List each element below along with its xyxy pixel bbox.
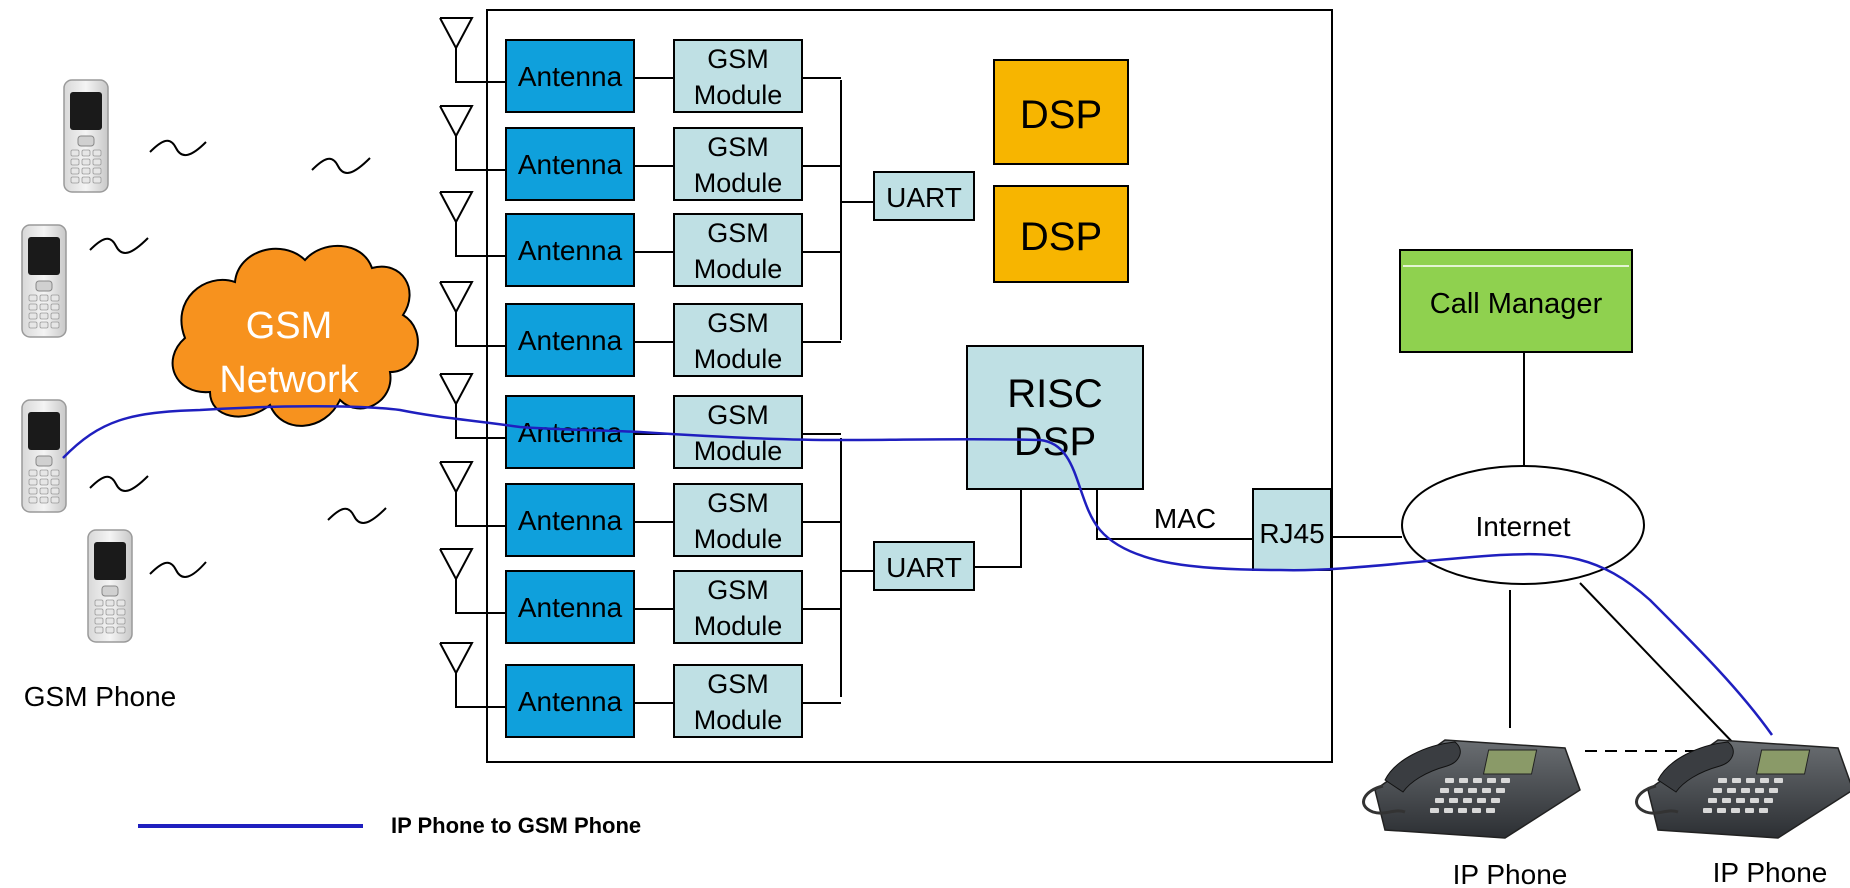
- gsm-module-line-1: GSM: [707, 669, 769, 699]
- rj45-label: RJ45: [1259, 518, 1324, 549]
- dsp-1-label: DSP: [1020, 93, 1102, 137]
- gsm-module-line-1: GSM: [707, 218, 769, 248]
- dsp-1: DSP: [993, 59, 1129, 165]
- gsm-module-box: [673, 127, 803, 201]
- gsm-module-line-1: GSM: [707, 44, 769, 74]
- ip-phone-label-2: IP Phone: [1713, 857, 1828, 888]
- uart-top-label: UART: [886, 182, 962, 213]
- ip-phone-icon: [1635, 739, 1850, 839]
- antenna-box: [505, 664, 635, 738]
- gsm-phone-label: GSM Phone: [24, 681, 177, 712]
- antenna-box: [505, 213, 635, 287]
- call-path: [62, 405, 1774, 736]
- ip-phone-icon: [1362, 739, 1581, 839]
- antenna-label: Antenna: [518, 505, 623, 536]
- antenna-label: Antenna: [518, 417, 623, 448]
- gsm-phones: [21, 79, 133, 643]
- antenna-row: Antenna GSM Module: [439, 105, 841, 201]
- call-manager-label: Call Manager: [1430, 288, 1603, 320]
- gsm-module-box: [673, 483, 803, 557]
- antenna-label: Antenna: [518, 61, 623, 92]
- antenna-row: Antenna GSM Module: [439, 281, 841, 377]
- gsm-module-line-2: Module: [694, 254, 783, 284]
- risc-dsp-line-1: RISC: [1007, 372, 1103, 416]
- antenna-rows: AntennaGSMModuleAntennaGSMModuleAntennaG…: [439, 17, 841, 738]
- antenna-box: [505, 570, 635, 644]
- mac-link: [1096, 489, 1253, 540]
- gsm-module-box: [673, 213, 803, 287]
- risc-dsp-line-2: DSP: [1014, 420, 1096, 464]
- antenna-row: Antenna GSM Module: [439, 17, 841, 113]
- antenna-row: Antenna GSM Module: [439, 191, 841, 287]
- mac-label: MAC: [1154, 503, 1216, 534]
- gsm-module-box: [673, 570, 803, 644]
- internet-cloud: Internet: [1401, 465, 1645, 585]
- uart-top: UART: [873, 171, 975, 221]
- antenna-label: Antenna: [518, 592, 623, 623]
- gsm-phone-icon: [87, 529, 133, 643]
- legend: IP Phone to GSM Phone: [138, 813, 641, 838]
- internet-ip-phone-2-link: [1579, 582, 1739, 749]
- gsm-network-cloud: GSM Network: [171, 245, 419, 427]
- gsm-network-line-1: GSM: [246, 305, 333, 347]
- gsm-module-line-2: Module: [694, 80, 783, 110]
- ip-phones: [1362, 739, 1850, 839]
- gsm-phone-icon: [21, 399, 67, 513]
- legend-label: IP Phone to GSM Phone: [391, 813, 641, 838]
- gsm-module-line-1: GSM: [707, 488, 769, 518]
- rj45-port: RJ45: [1252, 488, 1332, 571]
- internet-label: Internet: [1476, 511, 1571, 542]
- antenna-symbol-icon: [439, 281, 506, 347]
- antenna-row: Antenna GSM Module: [439, 461, 841, 557]
- call-manager: Call Manager: [1399, 249, 1633, 353]
- antenna-symbol-icon: [439, 191, 506, 257]
- antenna-symbol-icon: [439, 373, 506, 439]
- ip-phone-label-1: IP Phone: [1453, 859, 1568, 888]
- antenna-box: [505, 127, 635, 201]
- antenna-symbol-icon: [439, 105, 506, 171]
- uart-risc-link: [974, 489, 1022, 568]
- antenna-row: Antenna GSM Module: [439, 642, 841, 738]
- antenna-symbol-icon: [439, 642, 506, 708]
- dsp-2: DSP: [993, 185, 1129, 283]
- gsm-module-box: [673, 39, 803, 113]
- antenna-box: [505, 303, 635, 377]
- antenna-label: Antenna: [518, 686, 623, 717]
- dsp-2-label: DSP: [1020, 215, 1102, 259]
- antenna-label: Antenna: [518, 149, 623, 180]
- antenna-symbol-icon: [439, 548, 506, 614]
- gsm-module-line-1: GSM: [707, 400, 769, 430]
- gsm-module-line-2: Module: [694, 436, 783, 466]
- uart-bottom-label: UART: [886, 552, 962, 583]
- gsm-network-line-2: Network: [219, 359, 359, 401]
- gsm-module-line-2: Module: [694, 344, 783, 374]
- gsm-phone-icon: [21, 224, 67, 338]
- antenna-box: [505, 483, 635, 557]
- uart-bus-bottom: [840, 438, 874, 697]
- uart-bottom: UART: [873, 541, 975, 591]
- gsm-module-line-2: Module: [694, 168, 783, 198]
- gsm-module-box: [673, 303, 803, 377]
- antenna-symbol-icon: [439, 461, 506, 527]
- gateway-box: [486, 9, 1333, 763]
- risc-dsp: RISC DSP: [966, 345, 1144, 490]
- gsm-module-line-2: Module: [694, 524, 783, 554]
- gsm-module-line-1: GSM: [707, 575, 769, 605]
- antenna-symbol-icon: [439, 17, 506, 83]
- gsm-module-line-2: Module: [694, 611, 783, 641]
- antenna-row: Antenna GSM Module: [439, 548, 841, 644]
- gsm-module-box: [673, 664, 803, 738]
- antenna-row: Antenna GSM Module: [439, 373, 841, 469]
- radio-waves: [89, 139, 387, 578]
- gsm-module-line-2: Module: [694, 705, 783, 735]
- gsm-module-line-1: GSM: [707, 308, 769, 338]
- antenna-label: Antenna: [518, 235, 623, 266]
- gsm-module-line-1: GSM: [707, 132, 769, 162]
- gsm-phone-icon: [63, 79, 109, 193]
- antenna-label: Antenna: [518, 325, 623, 356]
- uart-bus-top: [840, 80, 874, 340]
- antenna-box: [505, 39, 635, 113]
- gsm-module-box: [673, 395, 803, 469]
